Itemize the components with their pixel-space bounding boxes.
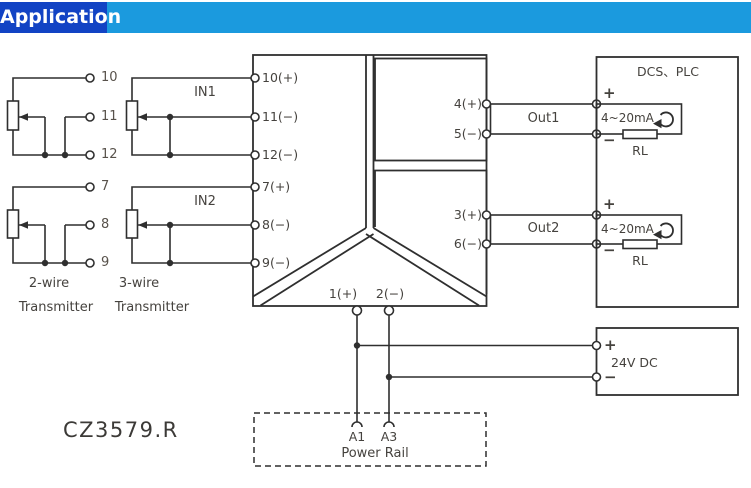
two-wire-caption-2: Transmitter [18, 300, 94, 315]
supply-plus-sign: + [604, 336, 617, 354]
power-rail-label: Power Rail [341, 446, 409, 461]
supply-minus-sign: − [604, 368, 617, 386]
load-resistor-2 [622, 239, 658, 250]
ch2-minus-sign: − [603, 241, 616, 259]
terminal-number-9: 9 [101, 255, 110, 270]
rail-terminal-a3: A3 [380, 429, 398, 444]
isolator-terminal-3: 3(+) [453, 207, 482, 222]
isolator-terminal-11: 11(−) [262, 109, 299, 124]
rail-socket-a3 [383, 421, 395, 428]
power-supply-box [595, 327, 739, 396]
dcs-plc-title: DCS、PLC [636, 64, 700, 79]
isolator-terminal-2: 2(−) [375, 286, 405, 301]
isolation-barrier-vertical [365, 55, 375, 228]
two-wire-transmitter-1 [6, 73, 95, 160]
isolator-terminal-12: 12(−) [262, 147, 299, 162]
terminal-circle-9 [85, 258, 95, 268]
dcs-plc-box [595, 56, 739, 308]
three-wire-caption: 3-wire [118, 276, 160, 291]
ch2-signal-label: 4~20mA [601, 222, 654, 236]
power-rail-box [253, 412, 487, 467]
load-resistor-1 [622, 129, 658, 140]
terminal-circle-12 [85, 150, 95, 160]
channel1-inner-box [374, 57, 488, 162]
terminal-circle-7 [85, 182, 95, 192]
terminal-number-8: 8 [101, 217, 110, 232]
out2-label: Out2 [527, 221, 560, 236]
ch1-plus-sign: + [603, 84, 616, 102]
ch1-minus-sign: − [603, 131, 616, 149]
two-wire-transmitter-2 [6, 182, 95, 268]
isolator-terminal-6: 6(−) [453, 236, 482, 251]
loop-arrow-2 [659, 222, 674, 239]
isolator-terminal-1: 1(+) [328, 286, 358, 301]
input-label-in2: IN2 [194, 194, 216, 209]
loop-arrow-1 [659, 111, 674, 128]
channel2-inner-box [374, 169, 488, 294]
ch2-load-label: RL [632, 253, 648, 268]
terminal-circle-8 [85, 220, 95, 230]
model-number: CZ3579.R [63, 418, 179, 442]
terminal-circle-11 [85, 112, 95, 122]
terminal-circle-10 [85, 73, 95, 83]
page-title: Application [0, 6, 122, 28]
rail-terminal-a1: A1 [348, 429, 366, 444]
terminal-number-11: 11 [101, 109, 118, 124]
three-wire-transmitter-in1 [125, 77, 251, 159]
input-label-in1: IN1 [194, 85, 216, 100]
isolator-block [252, 54, 488, 307]
rail-socket-a1 [351, 421, 363, 428]
three-wire-transmitter-in2 [125, 186, 251, 267]
isolator-terminal-10: 10(+) [262, 70, 299, 85]
header-bar [0, 2, 751, 33]
ch1-load-label: RL [632, 143, 648, 158]
ch1-signal-label: 4~20mA [601, 111, 654, 125]
supply-label: 24V DC [611, 355, 658, 370]
terminal-number-10: 10 [101, 70, 118, 85]
three-wire-caption-2: Transmitter [114, 300, 190, 315]
isolation-barrier-diagonals [252, 227, 487, 307]
ch2-plus-sign: + [603, 195, 616, 213]
terminal-number-12: 12 [101, 147, 118, 162]
isolator-terminal-8: 8(−) [262, 217, 291, 232]
terminal-number-7: 7 [101, 179, 110, 194]
isolator-terminal-9: 9(−) [262, 255, 291, 270]
isolator-terminal-5: 5(−) [453, 126, 482, 141]
power-wiring [253, 315, 739, 467]
out1-label: Out1 [527, 111, 560, 126]
isolator-terminal-4: 4(+) [453, 96, 482, 111]
isolator-terminal-7: 7(+) [262, 179, 291, 194]
two-wire-caption: 2-wire [28, 276, 70, 291]
header-title-box: Application [0, 2, 121, 33]
